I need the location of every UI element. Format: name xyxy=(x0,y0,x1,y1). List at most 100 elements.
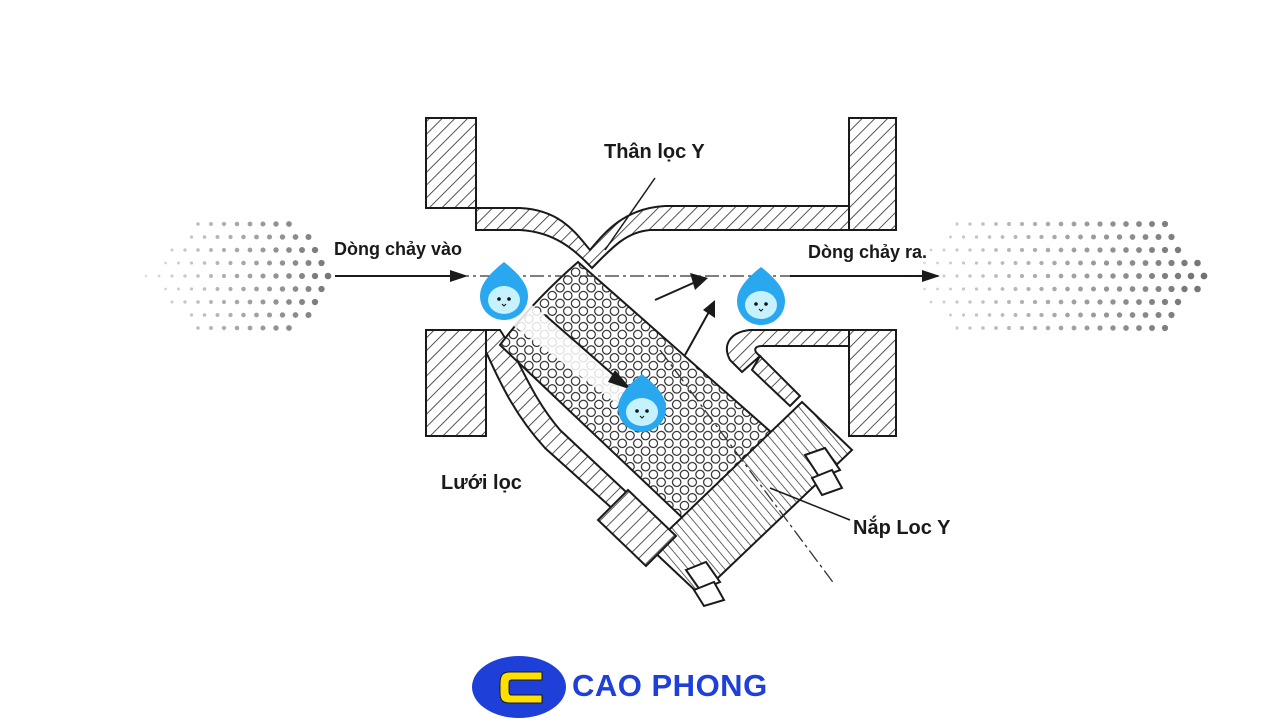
halftone-dot xyxy=(305,285,312,293)
halftone-dot xyxy=(1019,247,1025,253)
halftone-dot xyxy=(923,287,926,291)
halftone-dot xyxy=(260,299,266,305)
halftone-dot xyxy=(254,234,259,240)
halftone-dot xyxy=(1168,285,1175,293)
halftone-dot xyxy=(209,326,213,330)
halftone-dot xyxy=(228,260,233,266)
halftone-dot xyxy=(987,235,992,239)
halftone-dot xyxy=(1103,312,1110,318)
halftone-dot xyxy=(1116,312,1123,318)
screen-label: Lưới lọc xyxy=(441,472,522,494)
halftone-dot xyxy=(1161,272,1169,280)
halftone-dot xyxy=(324,272,332,280)
halftone-dot xyxy=(1045,221,1051,227)
halftone-dot xyxy=(209,248,213,252)
halftone-dot xyxy=(260,221,266,227)
halftone-dot xyxy=(1007,300,1011,304)
halftone-dot xyxy=(292,260,299,266)
halftone-dot xyxy=(974,313,979,317)
cap-bolt-lower xyxy=(684,560,726,608)
halftone-dot xyxy=(1181,285,1188,293)
halftone-dot xyxy=(1052,286,1057,292)
flow-arrow-up-icon xyxy=(684,300,715,356)
halftone-dot xyxy=(157,274,161,278)
halftone-dot xyxy=(234,273,240,279)
halftone-dot xyxy=(1161,298,1169,306)
halftone-dot xyxy=(1084,325,1090,331)
halftone-dot xyxy=(987,261,992,265)
halftone-dot xyxy=(1084,299,1090,305)
halftone-dot xyxy=(1019,299,1025,305)
leader-line-body xyxy=(604,177,656,251)
halftone-dot xyxy=(1136,273,1142,279)
flow-in-label: Dòng chảy vào xyxy=(334,239,463,259)
halftone-dot xyxy=(241,260,246,266)
halftone-dot xyxy=(209,274,213,278)
halftone-dot xyxy=(170,300,174,304)
halftone-dot xyxy=(202,235,207,239)
halftone-dot xyxy=(202,313,207,317)
halftone-dot xyxy=(209,300,213,304)
halftone-dot xyxy=(1123,325,1129,331)
halftone-dot xyxy=(974,235,979,239)
halftone-dot xyxy=(292,312,299,318)
halftone-dot xyxy=(1032,299,1038,305)
halftone-dot xyxy=(286,325,292,331)
halftone-dot xyxy=(196,222,200,226)
halftone-dot xyxy=(981,326,985,330)
halftone-dot xyxy=(1090,286,1097,292)
halftone-dot xyxy=(1174,272,1182,280)
halftone-dot xyxy=(266,260,273,266)
water-drop-mascot-icon xyxy=(480,262,528,320)
halftone-dot xyxy=(1194,285,1201,293)
halftone-dot xyxy=(196,326,200,330)
halftone-dot xyxy=(221,221,227,227)
halftone-dot xyxy=(987,287,992,291)
cap-flange xyxy=(596,488,678,568)
halftone-dot xyxy=(1110,273,1116,279)
halftone-dot xyxy=(254,286,259,292)
halftone-dot xyxy=(1013,261,1018,265)
brand-name: CAO PHONG xyxy=(572,668,768,703)
halftone-dot xyxy=(228,286,233,292)
halftone-dot xyxy=(968,274,972,278)
halftone-dot xyxy=(189,261,194,265)
outlet-flange xyxy=(848,117,897,437)
halftone-dot xyxy=(1110,247,1116,253)
halftone-dot xyxy=(241,234,246,240)
halftone-dot xyxy=(994,222,998,226)
halftone-dot xyxy=(936,287,939,291)
halftone-dot xyxy=(1000,261,1005,265)
halftone-dot xyxy=(170,248,174,252)
halftone-dot xyxy=(1110,299,1116,305)
halftone-dot xyxy=(1174,246,1182,254)
halftone-dot xyxy=(1129,234,1136,240)
halftone-dot xyxy=(1168,311,1175,319)
halftone-dot xyxy=(987,313,992,317)
halftone-dot xyxy=(1026,312,1031,318)
halftone-dot xyxy=(1078,234,1083,240)
halftone-dot xyxy=(1168,259,1175,267)
water-drop-mascot-icon xyxy=(618,374,666,432)
outlet-lower-wall xyxy=(725,329,850,374)
halftone-dot xyxy=(311,272,319,280)
halftone-dot xyxy=(1103,286,1110,292)
halftone-dot xyxy=(247,247,253,253)
halftone-dot xyxy=(266,312,273,318)
halftone-dot xyxy=(1097,273,1103,279)
halftone-dot xyxy=(247,299,253,305)
halftone-dot xyxy=(923,261,926,265)
halftone-dot xyxy=(1142,312,1149,318)
halftone-dot xyxy=(298,246,306,254)
halftone-dot xyxy=(994,326,998,330)
halftone-dot xyxy=(1000,313,1005,317)
halftone-dot xyxy=(961,235,966,239)
halftone-dot xyxy=(1032,247,1038,253)
halftone-dot xyxy=(247,325,253,331)
halftone-dot xyxy=(1032,273,1038,279)
halftone-dot xyxy=(1103,260,1110,266)
halftone-dot xyxy=(1026,234,1031,240)
halftone-dot xyxy=(292,286,299,292)
flow-out-label: Dòng chảy ra. xyxy=(808,242,928,262)
